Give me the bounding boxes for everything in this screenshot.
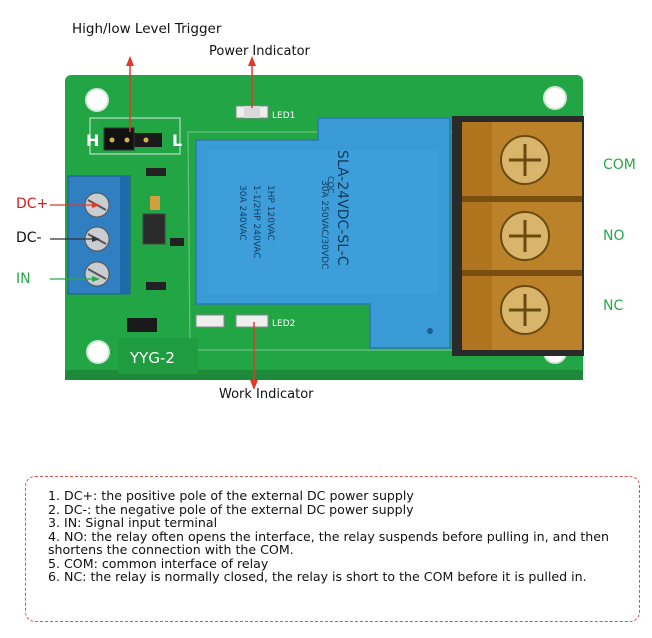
led2-text: LED2	[272, 319, 295, 329]
note-item: 2. DC-: the negative pole of the externa…	[48, 501, 414, 517]
work-indicator-label: Work Indicator	[219, 387, 314, 402]
jumper-pin-2	[124, 137, 130, 143]
note-item: 5. COM: common interface of relay	[48, 555, 269, 571]
smd-resistor-3	[146, 282, 166, 290]
work-arrow-head	[250, 380, 258, 390]
led1-body	[244, 106, 260, 118]
in-label: IN	[16, 271, 31, 287]
smd-transistor	[127, 318, 157, 332]
notes-list: 1. DC+: the positive pole of the externa…	[48, 489, 618, 584]
trigger-label: High/low Level Trigger	[72, 21, 222, 37]
led2-component-a	[195, 314, 225, 328]
model-panel	[118, 338, 198, 374]
input-terminal-face	[120, 176, 130, 294]
mount-hole-bl	[86, 340, 110, 364]
relay-cqc-text: CQC	[326, 176, 335, 194]
note-item: 4. NO: the relay often opens the interfa…	[48, 528, 609, 557]
note-item: 1. DC+: the positive pole of the externa…	[48, 488, 414, 503]
pcb-shadow-edge	[65, 370, 583, 380]
silk-outline-jumper	[89, 117, 181, 155]
com-label: COM	[603, 157, 636, 173]
screw-in-slot	[87, 268, 107, 280]
jumper-pin-3	[143, 137, 149, 143]
smd-resistor-1	[146, 168, 166, 176]
dc-plus-leader-head	[92, 202, 100, 208]
led1-text: LED1	[272, 111, 295, 121]
note-item: 6. NC: the relay is normally closed, the…	[48, 569, 587, 584]
jumper-h-text: H	[86, 131, 99, 150]
relay-spec-group: 1HP 120VAC 1-1/2HP 240VAC 30A 240VAC	[237, 185, 275, 259]
led2-component-b	[235, 314, 269, 328]
relay-spec-3: 30A 240VAC	[237, 185, 247, 241]
output-divider-1	[462, 196, 582, 202]
output-divider-2	[462, 270, 582, 276]
power-indicator-label: Power Indicator	[209, 44, 310, 59]
smd-chip	[142, 213, 166, 245]
relay-board-diagram: H L LED1 LED2 YYG-2 SLA-24VDC-SL-C 30A 2…	[50, 56, 584, 390]
model-text: YYG-2	[129, 349, 175, 367]
dc-minus-leader-head	[92, 236, 100, 242]
dc-minus-label: DC-	[16, 230, 42, 246]
relay-spec-2: 1-1/2HP 240VAC	[251, 185, 261, 259]
power-arrow-head	[248, 56, 256, 66]
relay-label-group: SLA-24VDC-SL-C 30A 250VAC/30VDC	[319, 150, 350, 269]
in-leader-head	[92, 276, 100, 282]
smd-chip-pad	[150, 196, 160, 210]
relay-spec-1: 1HP 120VAC	[265, 185, 275, 241]
notes-box	[25, 476, 640, 622]
relay-marker-dot	[427, 328, 433, 334]
jumper-cap	[103, 127, 135, 151]
jumper-pin-1	[109, 137, 115, 143]
smd-resistor-2	[170, 238, 184, 246]
nc-label: NC	[603, 298, 624, 314]
relay-model-text: SLA-24VDC-SL-C	[334, 150, 350, 266]
note-item: 3. IN: Signal input terminal	[48, 515, 218, 530]
relay-top-face	[208, 150, 438, 294]
jumper-l-text: L	[172, 131, 182, 150]
relay-rating-text: 30A 250VAC/30VDC	[319, 180, 329, 269]
no-label: NO	[603, 228, 625, 244]
mount-hole-tr	[543, 86, 567, 110]
mount-hole-tl	[85, 88, 109, 112]
dc-plus-label: DC+	[16, 196, 49, 212]
output-terminal-sheen	[462, 122, 492, 350]
trigger-arrow-head	[126, 56, 134, 66]
